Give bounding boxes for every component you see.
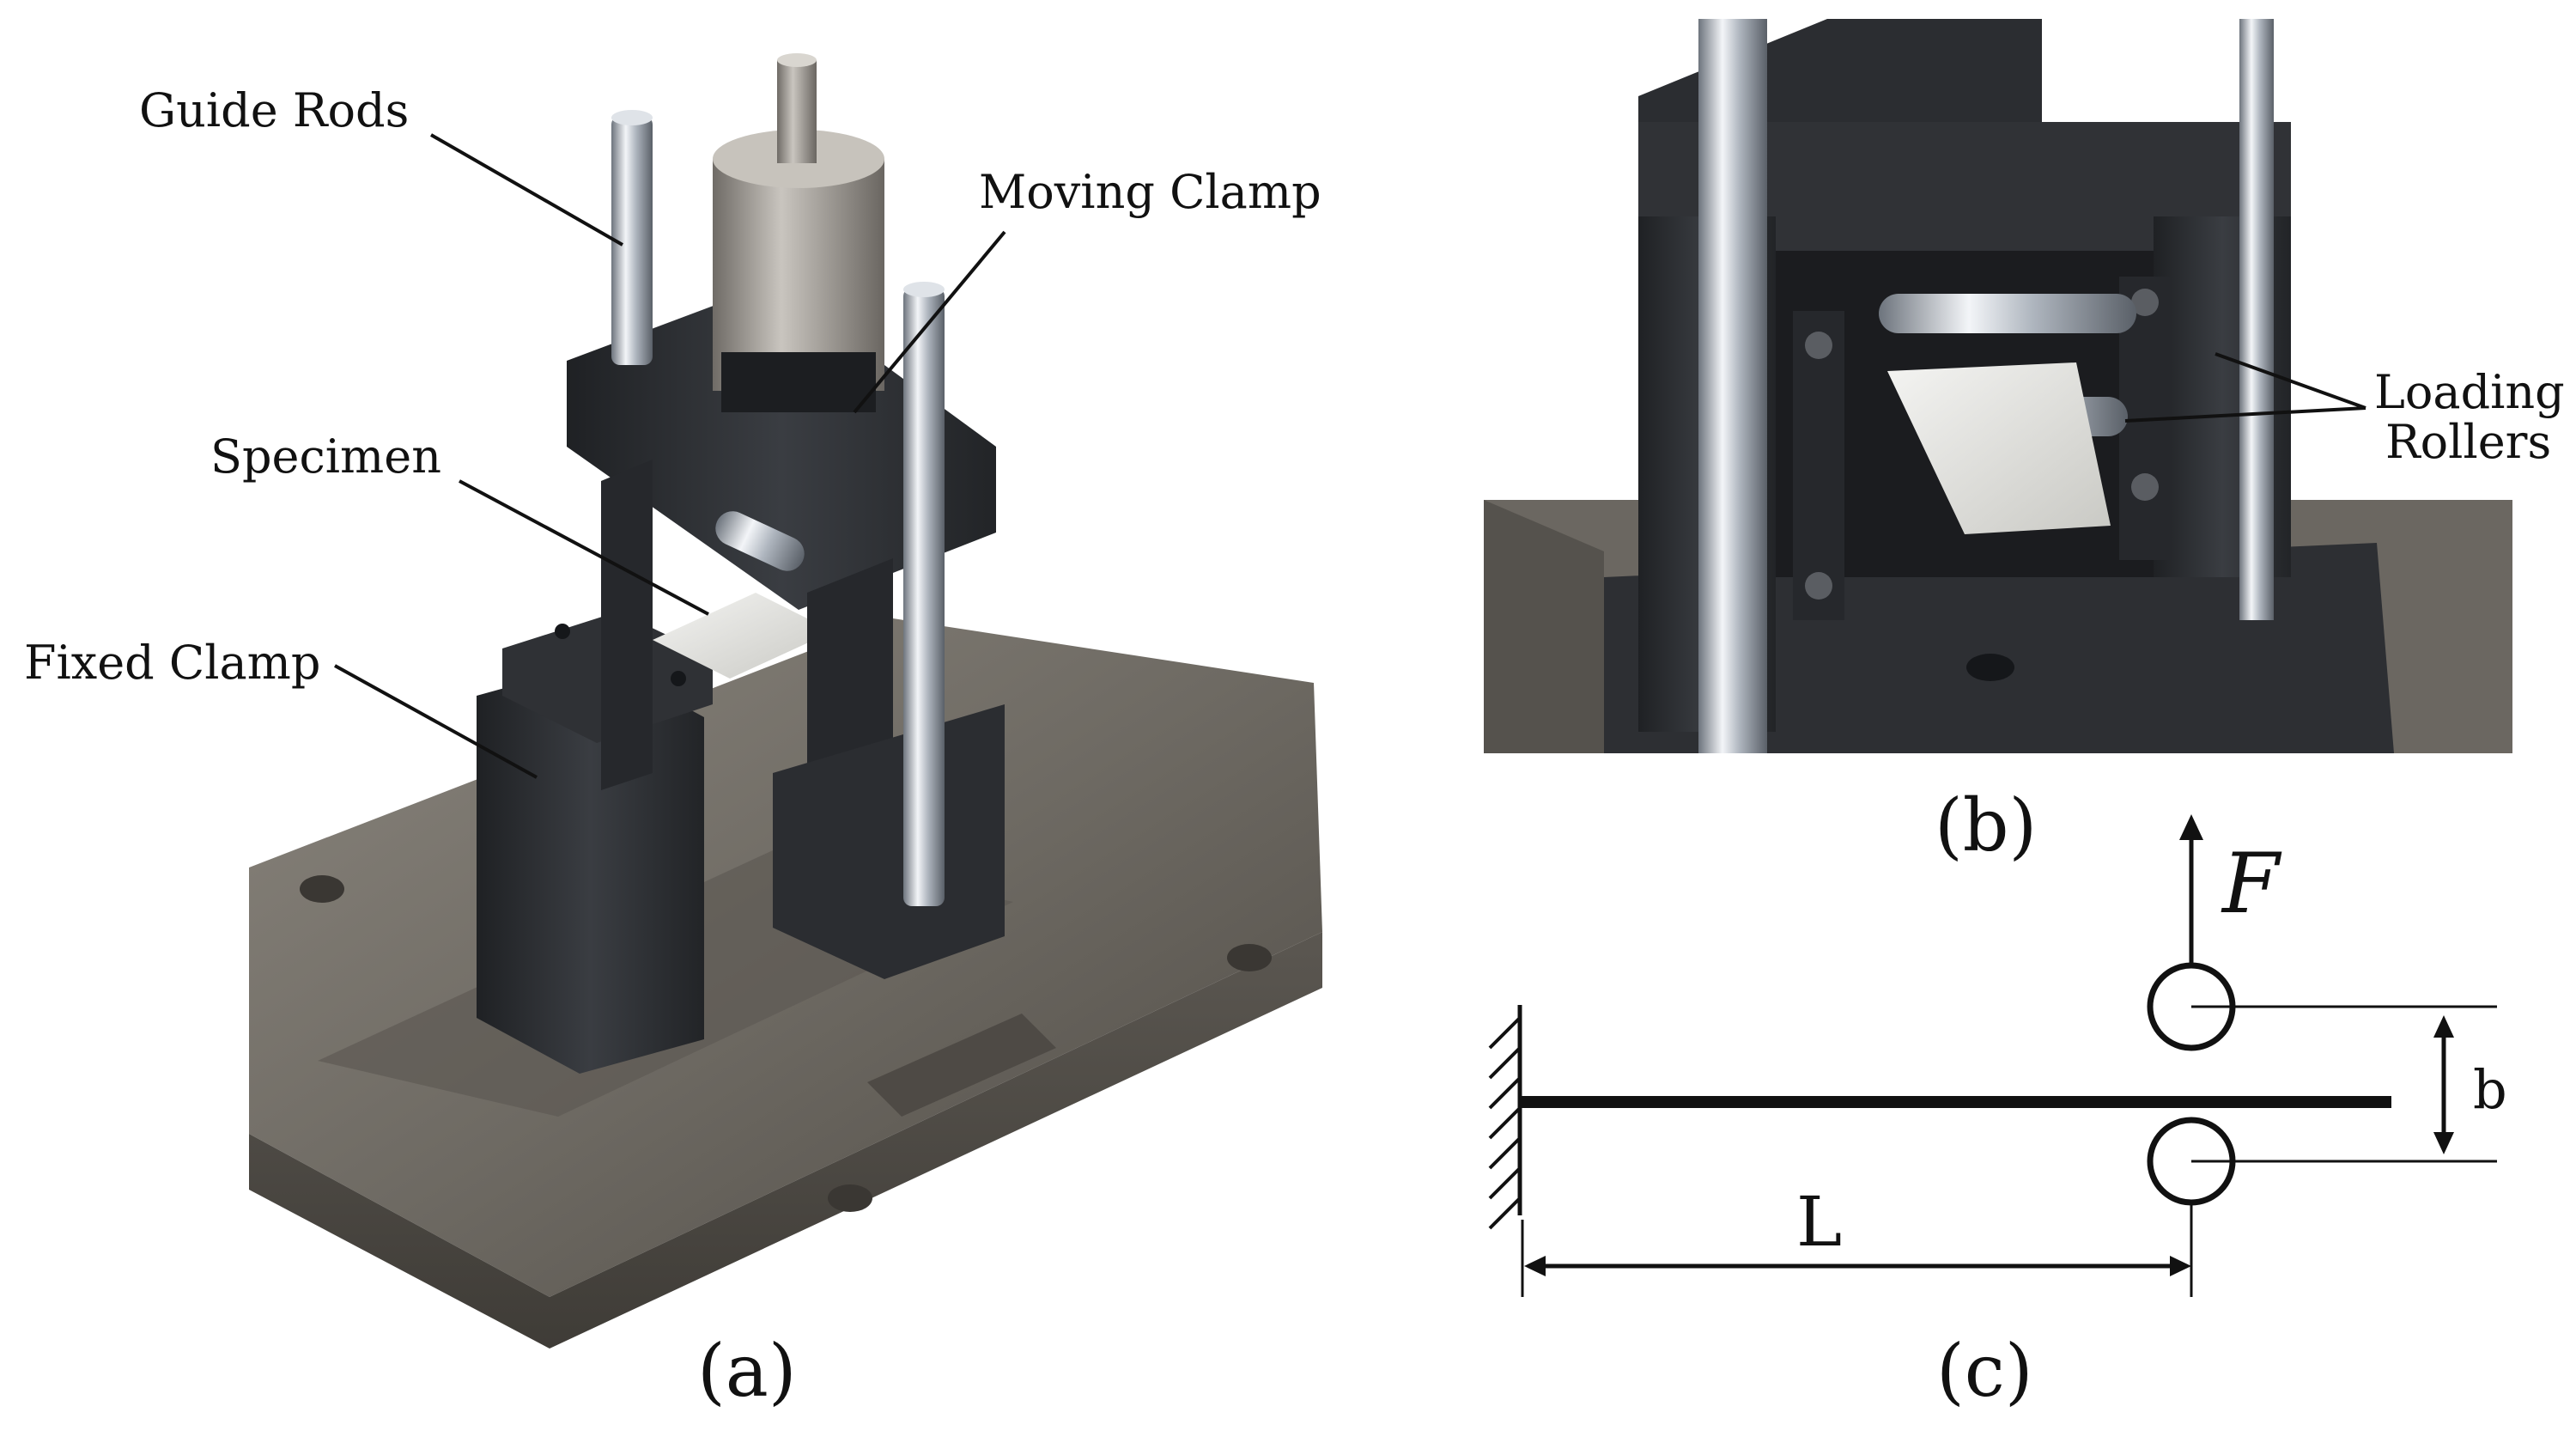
moving-clamp-frame [567, 283, 1005, 979]
bolt-hole-icon [1227, 944, 1272, 971]
label-moving-clamp: Moving Clamp [979, 165, 1321, 219]
label-specimen: Specimen [210, 429, 441, 484]
label-fixed-clamp: Fixed Clamp [24, 636, 320, 690]
screw-icon [2131, 289, 2159, 316]
screw-icon [1805, 332, 1832, 359]
screw-icon [2131, 473, 2159, 501]
bolt-hole-icon [828, 1184, 872, 1212]
guide-rod [903, 288, 945, 906]
label-loading-rollers-line2: Rollers [2385, 415, 2551, 469]
loading-roller-top [1879, 294, 2136, 333]
caption-b: (b) [1935, 783, 2037, 868]
load-cylinder [713, 53, 884, 412]
length-symbol: L [1796, 1182, 1842, 1262]
caption-a: (a) [697, 1329, 797, 1413]
force-symbol: F [2221, 836, 2282, 932]
fixed-clamp-block [477, 612, 713, 1074]
panel-c-cantilever-schematic: F b L (c) [1488, 814, 2507, 1413]
bolt-hole-icon [300, 875, 344, 903]
bolt-head-icon [1966, 654, 2014, 681]
force-arrow-head-icon [2179, 814, 2203, 840]
label-loading-rollers: Loading Rollers [2374, 365, 2576, 469]
guide-rod [1698, 19, 1767, 753]
specimen-strip [1887, 362, 2111, 534]
wall-hatching [1488, 1016, 1522, 1230]
specimen-strip [653, 593, 833, 679]
gap-symbol: b [2473, 1058, 2507, 1121]
panel-a-isometric-render: Guide Rods Moving Clamp Specimen Fixed C… [24, 53, 1322, 1413]
label-loading-rollers-line1: Loading [2374, 365, 2565, 419]
panel-b-closeup-render: Loading Rollers (b) [1484, 19, 2576, 868]
base-plate [249, 618, 1322, 1349]
screw-icon [1805, 572, 1832, 600]
caption-c: (c) [1936, 1329, 2033, 1413]
guide-rod [2239, 19, 2274, 620]
guide-rod [611, 116, 653, 365]
label-guide-rods: Guide Rods [139, 83, 409, 137]
roller-icon [715, 511, 805, 571]
